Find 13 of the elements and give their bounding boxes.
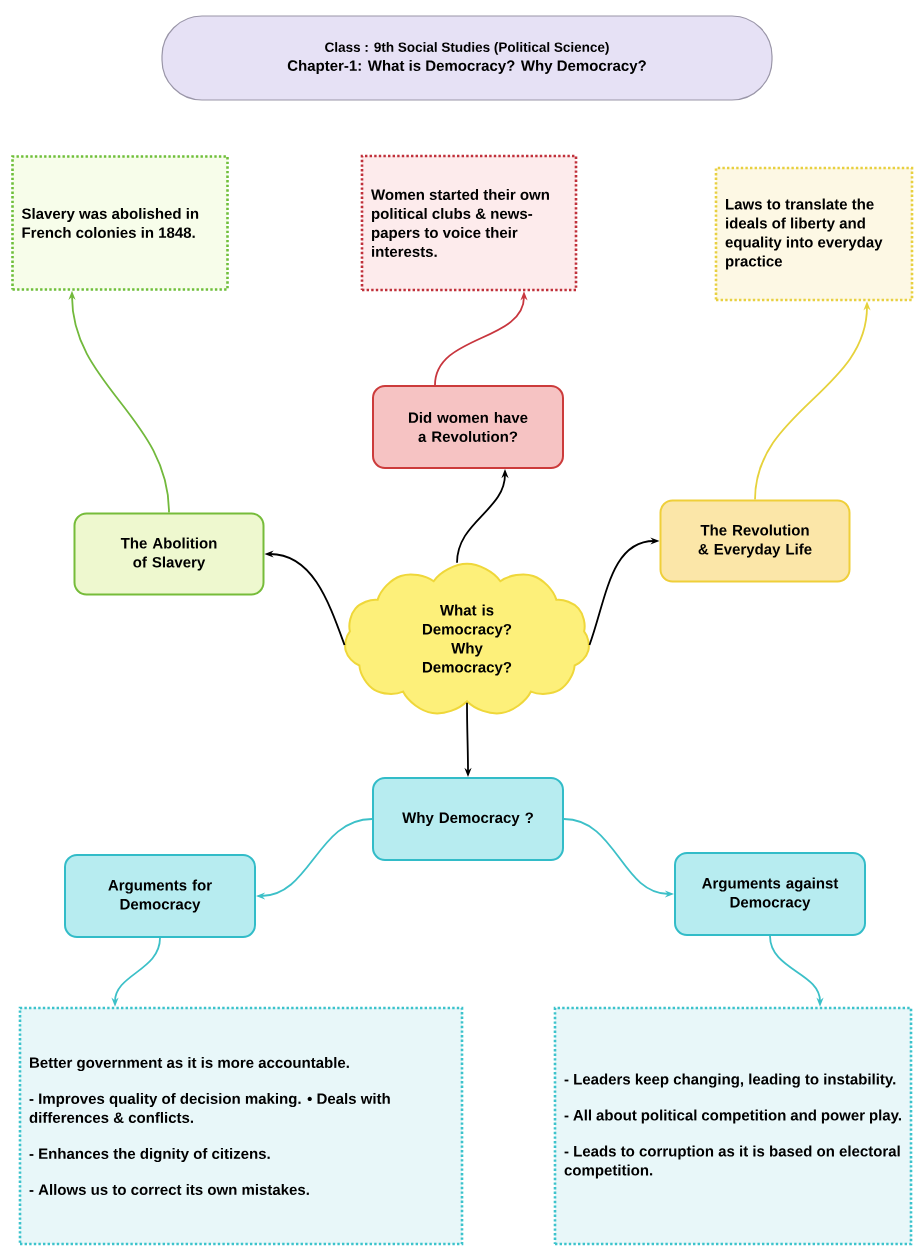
central-cloud: What is Democracy? Why Democracy? (344, 562, 590, 715)
note-box: Slavery was abolished in French colonies in 1848. (11, 155, 229, 291)
topic-box: The Revolution & Everyday Life (659, 499, 851, 583)
note-box: Women started their own political clubs & news- papers to voice their interests. (360, 154, 578, 292)
list-box: Better government as it is more accountable. - Improves quality of decision making. • Deals with differences & conflicts. - Enhances the dignity of citizens. - Allows us to correct its own mistakes. (18, 1006, 464, 1246)
topic-box: Why Democracy ? (372, 777, 564, 861)
topic-box: Arguments for Democracy (64, 854, 256, 938)
topic-box: Arguments against Democracy (674, 852, 866, 936)
title-banner: Class : 9th Social Studies (Political Science) Chapter-1: What is Democracy? Why Democracy? (161, 15, 773, 101)
note-box: Laws to translate the ideals of liberty and equality into everyday practice (714, 166, 914, 302)
topic-box: Did women have a Revolution? (372, 385, 564, 469)
topic-box: The Abolition of Slavery (73, 512, 265, 596)
list-box: - Leaders keep changing, leading to instability. - All about political competition and power play. - Leads to corruption as it is based on electoral competition. (553, 1006, 913, 1246)
